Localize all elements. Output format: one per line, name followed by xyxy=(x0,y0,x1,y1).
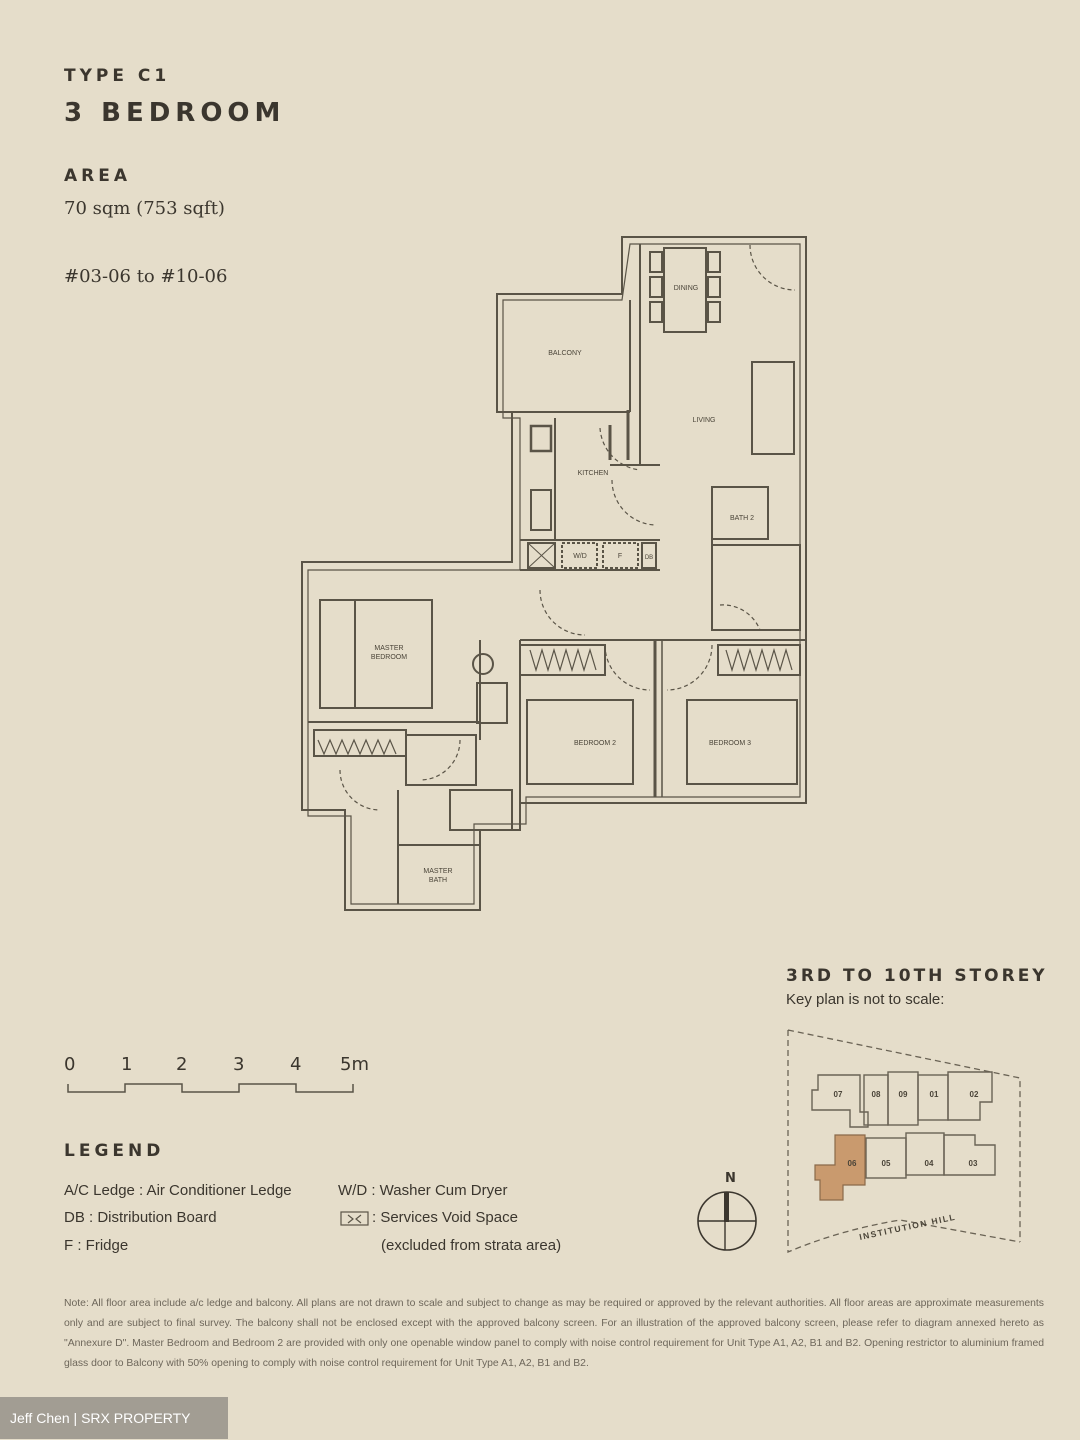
legend-item: (excluded from strata area) xyxy=(381,1237,562,1254)
key-unit-02 xyxy=(947,1071,993,1121)
area-value: 70 sqm (753 sqft) xyxy=(64,198,225,219)
room-label-fridge: F xyxy=(618,553,622,560)
disclaimer-note: Note: All floor area include a/c ledge a… xyxy=(64,1298,1044,1369)
bed-bedroom2 xyxy=(526,699,634,785)
key-unit-label: 05 xyxy=(882,1159,891,1168)
sofa xyxy=(751,361,795,455)
unit-numbers: #03-06 to #10-06 xyxy=(64,266,228,287)
key-unit-label: 06 xyxy=(848,1159,857,1168)
scale-bar xyxy=(67,1083,354,1093)
compass-label: N xyxy=(725,1171,736,1186)
room-label-bedroom3: BEDROOM 3 xyxy=(709,740,751,747)
scale-label: 5m xyxy=(340,1054,369,1075)
services-void-icon xyxy=(340,1211,369,1226)
room-label-balcony: BALCONY xyxy=(548,350,582,357)
page-title: 3 BEDROOM xyxy=(64,98,286,128)
sink-icon xyxy=(529,424,553,453)
ac-ledge xyxy=(476,682,508,724)
area-heading: AREA xyxy=(64,166,132,186)
dining-table xyxy=(663,247,707,333)
key-unit-05 xyxy=(865,1137,907,1179)
watermark: Jeff Chen | SRX PROPERTY xyxy=(0,1397,228,1439)
key-unit-label: 01 xyxy=(930,1090,939,1099)
key-unit-03 xyxy=(943,1134,996,1176)
road-label: INSTITUTION HILL xyxy=(858,1212,957,1242)
services-void xyxy=(527,542,556,569)
bed-bedroom3 xyxy=(686,699,798,785)
key-unit-label: 07 xyxy=(834,1090,843,1099)
bath2-room xyxy=(711,486,769,540)
room-label-master-bedroom: MASTER xyxy=(374,645,403,652)
room-label-wd: W/D xyxy=(573,553,587,560)
legend-item: : Services Void Space xyxy=(372,1209,518,1226)
room-label-bedroom2: BEDROOM 2 xyxy=(574,740,616,747)
key-unit-label: 02 xyxy=(970,1090,979,1099)
north-arrow-icon xyxy=(697,1191,757,1251)
outer-wall xyxy=(301,236,807,911)
inner-wall xyxy=(307,243,801,905)
wardrobe xyxy=(717,644,801,676)
scale-label: 0 xyxy=(64,1054,76,1075)
room-label-dining: DINING xyxy=(674,285,699,292)
master-wc xyxy=(405,734,477,786)
ac-unit xyxy=(472,653,494,675)
key-plan: 07 08 09 01 02 06 05 04 03 INSTITUTION H… xyxy=(787,1029,1021,1253)
key-plan-subheading: Key plan is not to scale: xyxy=(786,991,945,1008)
floor-plan: DINING BALCONY LIVING KITCHEN BATH 2 W/D… xyxy=(301,236,807,911)
room-label-kitchen: KITCHEN xyxy=(578,470,609,477)
key-unit-label: 09 xyxy=(899,1090,908,1099)
bath2-wc xyxy=(711,544,801,631)
key-unit-label: 03 xyxy=(969,1159,978,1168)
vanity xyxy=(449,789,513,831)
room-label-db: DB xyxy=(645,555,653,561)
room-label-master-bath: MASTER xyxy=(423,868,452,875)
hob-icon xyxy=(530,489,552,531)
room-label-living: LIVING xyxy=(693,417,716,424)
scale-label: 4 xyxy=(290,1054,302,1075)
scale-label: 3 xyxy=(233,1054,245,1075)
legend-item: F : Fridge xyxy=(64,1237,129,1254)
room-label-bath2: BATH 2 xyxy=(730,515,754,522)
scale-label: 2 xyxy=(176,1054,188,1075)
room-label-master-bath: BATH xyxy=(429,877,447,884)
legend-item: W/D : Washer Cum Dryer xyxy=(338,1182,508,1199)
key-plan-heading: 3RD TO 10TH STOREY xyxy=(786,966,1048,986)
distribution-board xyxy=(641,542,657,569)
key-unit-06-highlighted xyxy=(814,1134,866,1201)
washer-dryer xyxy=(561,542,598,569)
legend-item: A/C Ledge : Air Conditioner Ledge xyxy=(64,1182,292,1199)
wardrobe xyxy=(313,729,407,757)
key-unit-07 xyxy=(811,1074,869,1128)
room-label-master-bedroom: BEDROOM xyxy=(371,654,407,661)
unit-type: TYPE C1 xyxy=(64,66,171,86)
bed-master xyxy=(319,599,433,709)
key-unit-label: 08 xyxy=(872,1090,881,1099)
scale-label: 1 xyxy=(121,1054,133,1075)
key-unit-label: 04 xyxy=(925,1159,934,1168)
fridge xyxy=(602,542,639,569)
key-unit-04 xyxy=(905,1132,945,1176)
legend-item: DB : Distribution Board xyxy=(64,1209,217,1226)
legend-heading: LEGEND xyxy=(64,1141,165,1161)
